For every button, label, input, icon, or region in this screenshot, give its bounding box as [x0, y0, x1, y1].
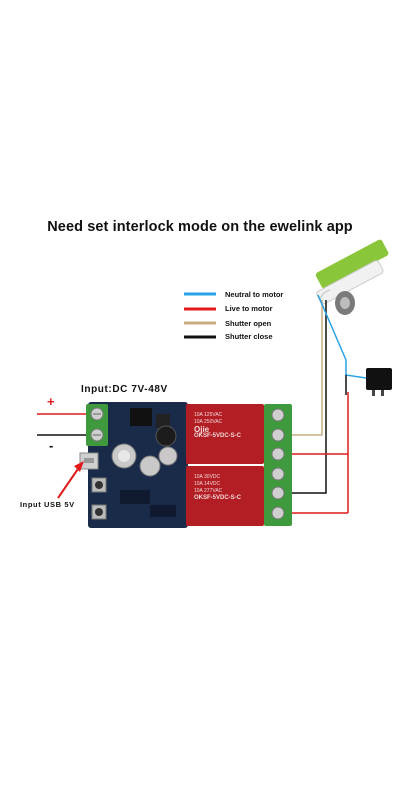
page-title: Need set interlock mode on the ewelink a…: [47, 219, 353, 235]
legend-label-neutral: Neutral to motor: [225, 290, 284, 299]
minus-sign: -: [49, 438, 54, 453]
output-screws: [271, 408, 285, 520]
wire-close: [292, 300, 327, 494]
relay-2-text: 10A 30VDC 10A 14VDC 10A 277VAC OKSF-5VDC…: [194, 474, 242, 501]
legend-label-live: Live to motor: [225, 304, 273, 313]
wire-open: [292, 300, 323, 436]
relay-2: [186, 466, 264, 526]
inductor: [155, 425, 177, 447]
relay-1: [186, 404, 264, 464]
plus-sign: +: [47, 394, 55, 409]
relay-1-text: 10A 125VAC 10A 250VAC Ojie OKSF-5VDC-S-C: [194, 412, 242, 439]
legend-label-close: Shutter close: [225, 332, 273, 341]
capacitor-3: [158, 446, 178, 466]
capacitor-2: [139, 455, 161, 477]
usb-arrow: [57, 465, 81, 499]
chip: [130, 408, 152, 426]
output-terminal-block: [264, 404, 292, 526]
legend-label-open: Shutter open: [225, 319, 272, 328]
wall-plug: [366, 368, 392, 396]
input-voltage-label: Input:DC 7V-48V: [81, 384, 168, 395]
wire-neutral: [317, 294, 367, 379]
usb-input-label: Input USB 5V: [20, 500, 75, 509]
